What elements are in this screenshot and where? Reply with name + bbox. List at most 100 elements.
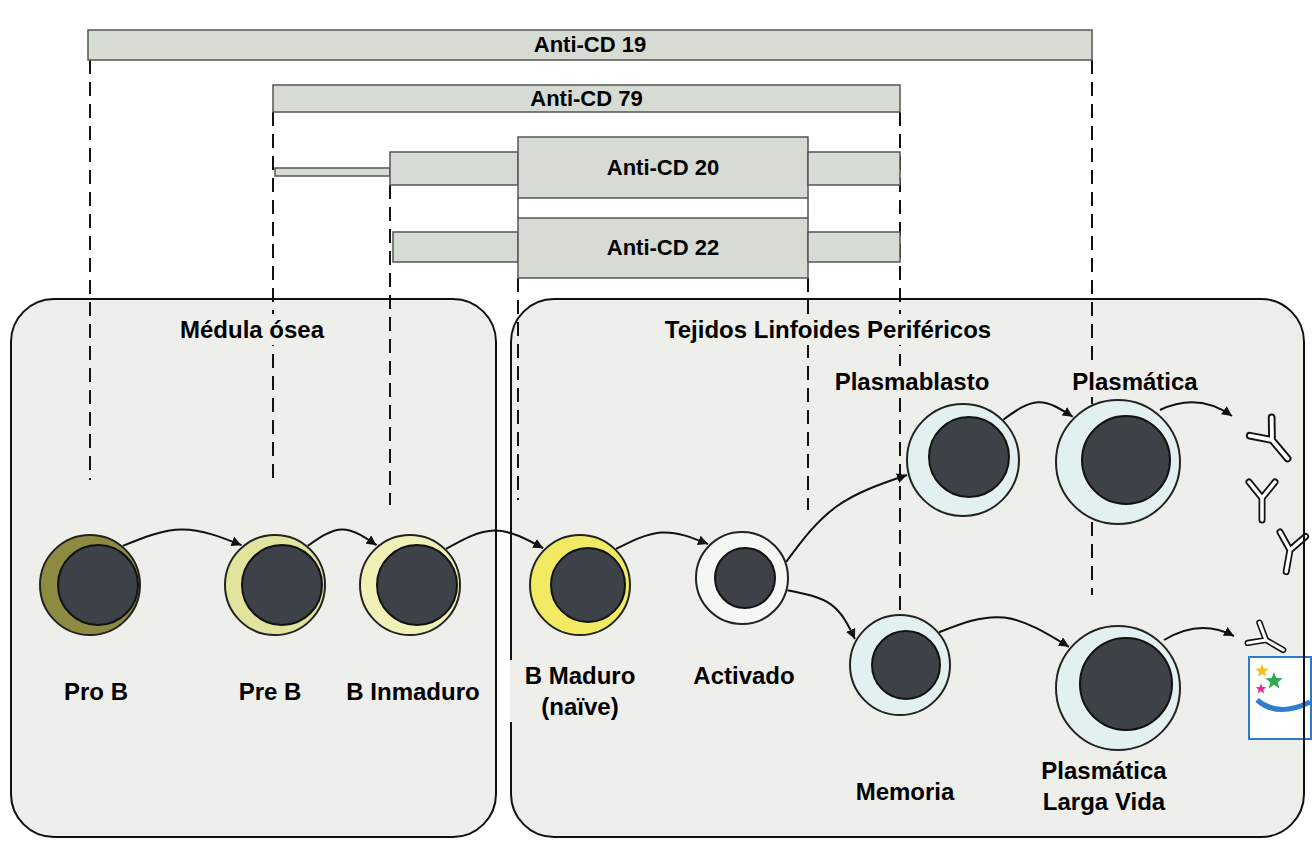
cell-nucleus	[551, 548, 625, 622]
dashed-leaders	[90, 60, 1092, 690]
secretion-arrow	[1164, 628, 1234, 640]
band-segment	[390, 152, 518, 185]
antibody-band: Anti-CD 20	[275, 137, 900, 198]
panel-heading-box: Médula ósea	[177, 314, 327, 345]
dashed-leader	[89, 60, 91, 480]
b-cell: B Maduro (naïve)	[528, 533, 632, 637]
cell-shape	[358, 533, 462, 637]
maturation-arrow	[308, 530, 377, 546]
panel-heading-box: Tejidos Linfoides Periféricos	[662, 314, 994, 345]
b-cell: Memoria	[848, 613, 952, 717]
antibody	[1273, 532, 1305, 574]
cell-label: Activado	[690, 660, 797, 691]
antibody-band: Anti-CD 19	[88, 30, 1092, 60]
logo-star	[1256, 683, 1267, 693]
cell-nucleus	[242, 545, 322, 625]
cell-nucleus	[1080, 638, 1172, 730]
cell-cytoplasm	[530, 535, 630, 635]
cell-shape	[694, 530, 790, 626]
band-label: Anti-CD 19	[534, 32, 646, 58]
band-joins	[518, 198, 808, 218]
antibody-fill	[1249, 482, 1275, 520]
cell-cytoplasm	[1056, 626, 1180, 750]
dashed-leader	[272, 112, 274, 478]
cell-label-box: Plasmática Larga Vida	[1029, 755, 1179, 817]
antibody-outline	[1248, 623, 1289, 660]
maturation-arrow	[939, 617, 1069, 647]
cell-nucleus	[58, 545, 138, 625]
connectors	[123, 402, 1073, 647]
logo	[1249, 657, 1311, 739]
cell-nucleus	[715, 548, 775, 608]
antibody-band: Anti-CD 22	[393, 218, 900, 278]
cell-nucleus	[1082, 416, 1170, 504]
tissue-panel: Médula óseaPro B Pre B B Inmaduro	[10, 298, 497, 838]
b-cell: Activado	[694, 530, 790, 626]
band-label-box: Anti-CD 19	[88, 30, 1092, 60]
antibody-outline	[1250, 417, 1299, 467]
cell-label: Plasmática Larga Vida	[1029, 755, 1179, 817]
band-segment	[273, 85, 900, 112]
cell-label: Memoria	[853, 776, 958, 807]
antibody-band: Anti-CD 79	[273, 85, 900, 112]
cell-cytoplasm	[360, 535, 460, 635]
cell-shape	[1054, 398, 1182, 526]
maturation-arrow	[616, 532, 708, 549]
antibody	[1250, 417, 1299, 467]
dashed-leader	[517, 278, 519, 500]
antibody-outline	[1273, 532, 1305, 574]
antibody	[1248, 623, 1289, 660]
band-label-box: Anti-CD 22	[518, 218, 808, 278]
cell-label-box: B Inmaduro	[343, 676, 482, 707]
dashed-leader	[389, 185, 391, 505]
maturation-arrow	[786, 475, 907, 562]
maturation-arrow	[123, 530, 242, 546]
cell-cytoplasm	[1056, 400, 1180, 524]
band-segment	[393, 232, 518, 262]
logo-star	[1255, 664, 1268, 677]
band-label: Anti-CD 22	[607, 235, 719, 261]
logo-star	[1265, 672, 1282, 689]
maturation-arrow	[446, 531, 543, 549]
band-join	[807, 198, 809, 218]
cell-label: B Maduro (naïve)	[510, 660, 650, 722]
cell-cytoplasm	[850, 615, 950, 715]
b-cell: Pre B	[223, 533, 327, 637]
cell-nucleus	[377, 545, 457, 625]
cell-shape	[1054, 624, 1182, 752]
b-cell: B Inmaduro	[358, 533, 462, 637]
cell-shape	[38, 533, 142, 637]
cell-label: Pre B	[236, 676, 305, 707]
cell-label: Pro B	[61, 676, 131, 707]
band-segment	[518, 137, 808, 198]
tissue-ground	[511, 299, 1304, 837]
cell-label: Plasmablasto	[832, 366, 993, 397]
cell-shape	[848, 613, 952, 717]
logo-frame	[1249, 657, 1311, 739]
antibody	[1249, 482, 1275, 520]
band-segment	[275, 168, 390, 176]
cell-cytoplasm	[225, 535, 325, 635]
cell-label: Plasmática	[1069, 366, 1200, 397]
cell-label-box: Memoria	[853, 776, 958, 807]
cell-nucleus	[929, 417, 1009, 497]
b-cell: Pro B	[38, 533, 142, 637]
antibody-fill	[1250, 417, 1299, 467]
band-label-box: Anti-CD 79	[273, 85, 900, 112]
secretion-arrow	[1160, 402, 1232, 416]
cell-shape	[223, 533, 327, 637]
panel-heading: Médula ósea	[177, 314, 327, 345]
dashed-leader	[807, 278, 809, 510]
cell-shape	[528, 533, 632, 637]
dashed-leader	[899, 112, 901, 690]
band-label-box: Anti-CD 20	[518, 137, 808, 198]
antibody-outline	[1249, 482, 1275, 520]
antibodies	[1248, 417, 1306, 660]
cell-cytoplasm	[696, 532, 788, 624]
cell-label-box: Plasmablasto	[832, 366, 993, 397]
antibody-fill	[1273, 532, 1305, 574]
cell-nucleus	[872, 631, 940, 699]
marrow-ground	[11, 299, 496, 837]
